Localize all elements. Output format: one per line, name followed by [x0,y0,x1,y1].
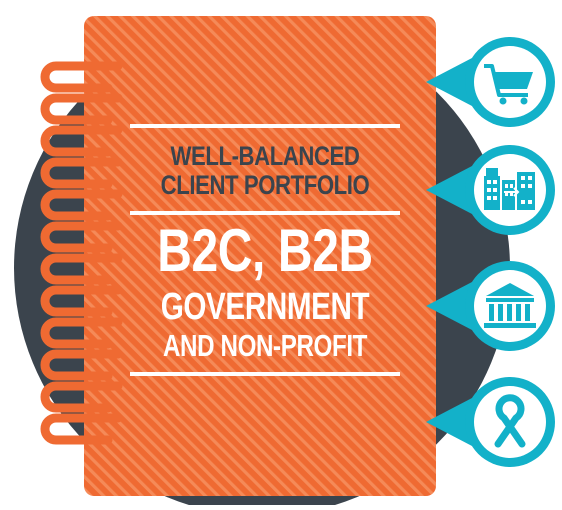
headline-line-2: CLIENT PORTFOLIO [160,170,370,200]
awareness-ribbon-icon [494,394,526,448]
badge-cart [426,37,555,127]
office-buildings-icon [484,168,535,210]
headline-line-4: GOVERNMENT [160,286,370,328]
middle-divider [130,211,400,215]
spiral-binding [40,61,123,445]
notebook-cover [84,16,436,496]
government-building-icon [484,283,536,328]
headline-line-1: WELL-BALANCED [170,141,360,171]
badge-nonprofit [426,377,555,467]
badge-business [426,145,555,235]
shopping-cart-icon [484,64,533,105]
headline-line-3: B2C, B2B [157,217,373,284]
top-divider [130,124,400,128]
bottom-divider [130,372,400,376]
badge-government [426,261,555,351]
headline-line-5: AND NON-PROFIT [162,328,368,363]
